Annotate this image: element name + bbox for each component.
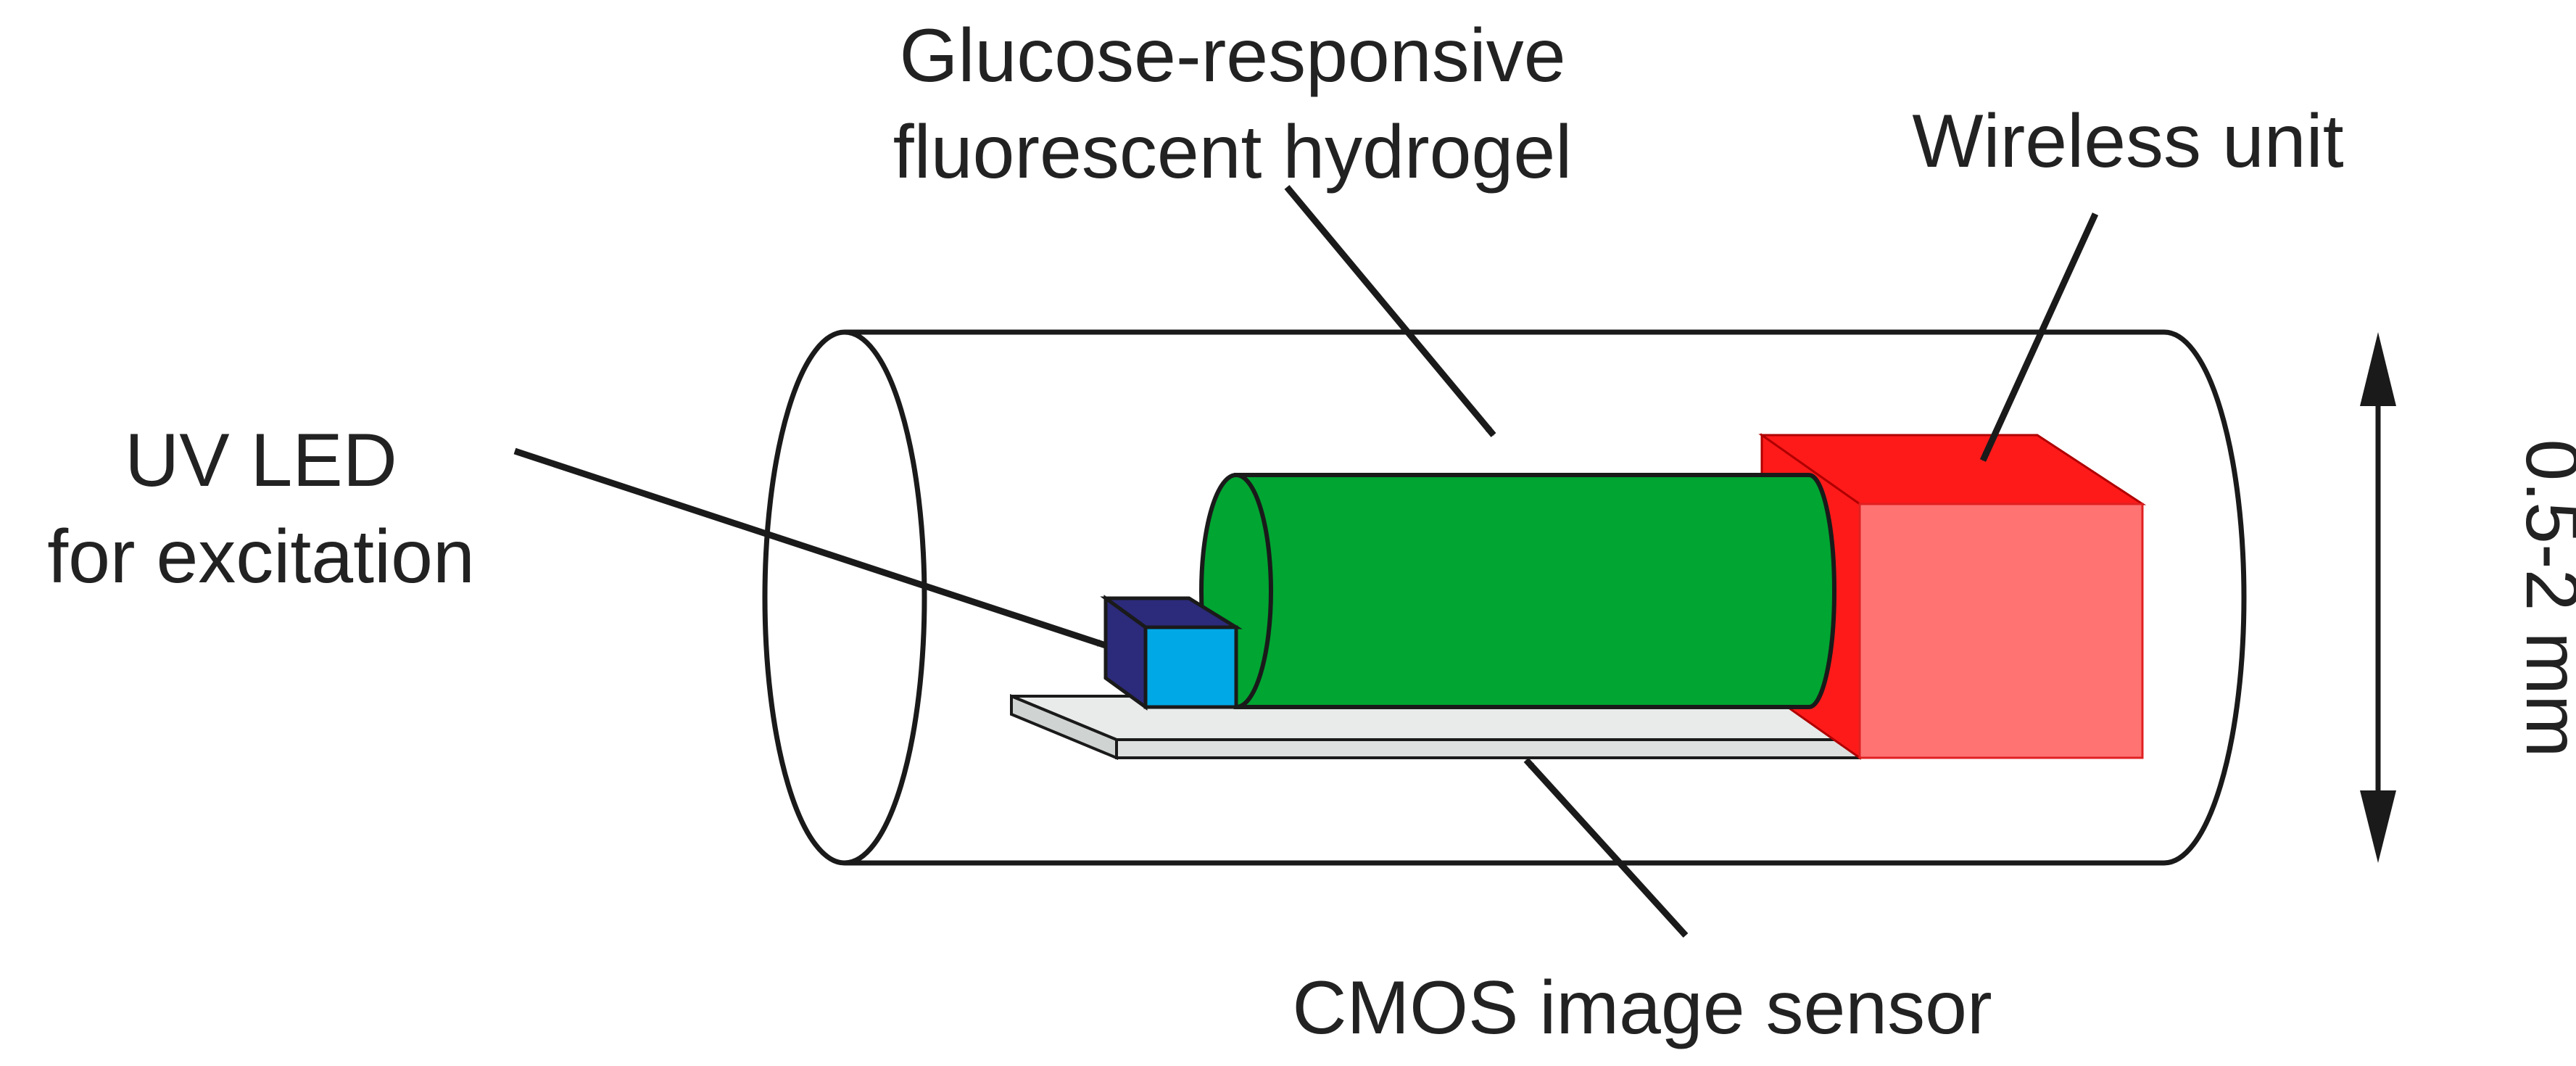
implant-tube [762,329,2247,866]
tube-left-end [762,329,927,866]
led-front [1143,625,1238,709]
hydrogel-body [1234,473,1836,709]
sensor-left [1010,694,1118,760]
tube-body [845,329,2164,866]
label-wireless-unit: Wireless unit [1912,99,2343,183]
label-cmos-sensor: CMOS image sensor [1292,966,1992,1050]
label-hydrogel-line1: Glucose-responsive [899,14,1565,98]
uv-led-cube [1100,595,1243,711]
hydrogel-cylinder [1199,473,1836,709]
label-uv-led-line1: UV LED [125,418,397,503]
arrow-wireless [1979,212,2099,462]
dimension-arrow-bottom [2360,790,2396,863]
wireless-front [1858,503,2144,759]
arrow-hydrogel [1284,185,1496,437]
arrow-cmos [1523,757,1689,938]
dimension-arrow-top [2360,332,2396,406]
dimension-indicator [2360,332,2396,863]
label-uv-led-line2: for excitation [47,515,475,599]
leader-arrows [513,185,2099,938]
label-dimension: 0.5-2 mm [2510,439,2576,757]
tube-right-end [2163,329,2247,866]
sensor-front [1115,738,1861,759]
arrow-uv-led [513,447,1107,649]
label-hydrogel-line2: fluorescent hydrogel [893,110,1573,194]
